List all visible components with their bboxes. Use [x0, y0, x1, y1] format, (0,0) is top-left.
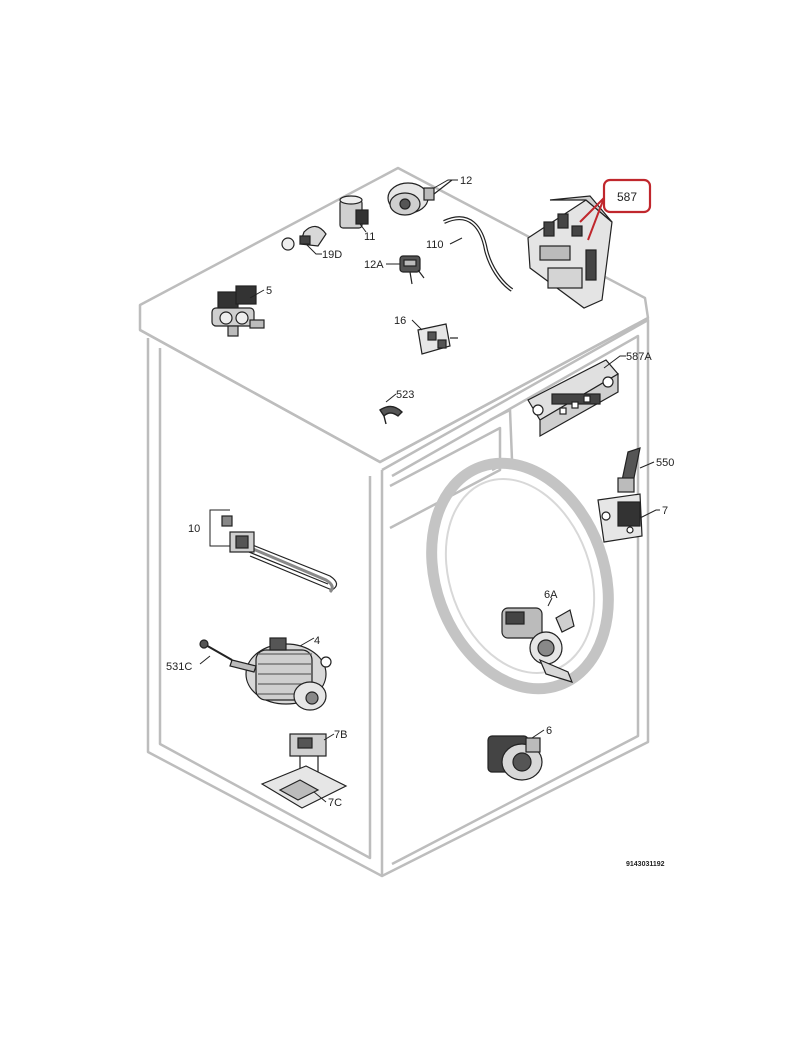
- part-10-heating-element: [221, 515, 338, 594]
- label-16: 16: [394, 315, 406, 327]
- part-587-control-module: [527, 195, 613, 309]
- part-4-leader: [299, 637, 315, 647]
- label-587: 587: [617, 190, 637, 204]
- label-12: 12: [460, 175, 472, 187]
- part-523-leader: [385, 393, 397, 403]
- part-7c-base-plate: [260, 765, 348, 809]
- part-587a-leader: [603, 355, 626, 369]
- part-12-pressure-switch: [387, 179, 453, 216]
- part-523-clip: [379, 405, 403, 425]
- part-110-hose-highlight: [443, 217, 513, 291]
- part-16-leader: [411, 319, 423, 331]
- part-16-filter: [417, 323, 458, 355]
- label-110: 110: [426, 239, 444, 251]
- label-10: 10: [188, 523, 200, 535]
- part-4-motor: [229, 637, 332, 711]
- label-531c: 531C: [166, 661, 192, 673]
- label-4: 4: [314, 635, 320, 647]
- highlight-leader-587b: [587, 197, 605, 241]
- highlight-leader-587a: [579, 197, 605, 223]
- part-10-bracket: [209, 509, 230, 547]
- part-5-inlet-valve: [211, 285, 265, 337]
- part-6-leader: [531, 729, 545, 739]
- part-110-leader: [449, 237, 463, 245]
- part-11-capacitor: [339, 195, 369, 229]
- part-6a-leader: [547, 597, 553, 607]
- part-12a-sensor: [399, 255, 425, 285]
- label-523: 523: [396, 389, 414, 401]
- part-587a-selector-panel: [527, 359, 619, 438]
- part-550-door-lever: [617, 447, 641, 493]
- label-12a: 12A: [364, 259, 384, 271]
- part-6-pump-motor: [487, 735, 543, 781]
- part-11-leader: [359, 223, 367, 233]
- part-19d-leader: [305, 243, 322, 255]
- part-531c-screw: [199, 639, 233, 661]
- part-5-leader: [249, 289, 265, 299]
- door-ring: [426, 457, 614, 695]
- part-550-leader: [639, 461, 655, 469]
- label-6a: 6A: [544, 589, 558, 601]
- part-7-door-interlock: [597, 493, 643, 543]
- label-550: 550: [656, 457, 674, 469]
- label-7: 7: [662, 505, 668, 517]
- label-587a: 587A: [626, 351, 652, 363]
- label-19d: 19D: [322, 249, 342, 261]
- part-7b-bracket: [289, 733, 327, 772]
- label-7c: 7C: [328, 797, 342, 809]
- drawing-reference-code: 9143031192: [626, 861, 665, 868]
- part-6a-drain-pump: [501, 607, 575, 683]
- label-11: 11: [364, 231, 375, 243]
- part-19d-holder: [281, 225, 327, 251]
- part-12-leader: [433, 179, 458, 189]
- part-7-leader: [639, 509, 660, 519]
- label-6: 6: [546, 725, 552, 737]
- label-5: 5: [266, 285, 272, 297]
- label-7b: 7B: [334, 729, 347, 741]
- highlight-box-587: [602, 178, 652, 214]
- part-531c-leader: [199, 655, 211, 665]
- part-7c-leader: [313, 791, 327, 803]
- part-7b-leader: [323, 733, 335, 741]
